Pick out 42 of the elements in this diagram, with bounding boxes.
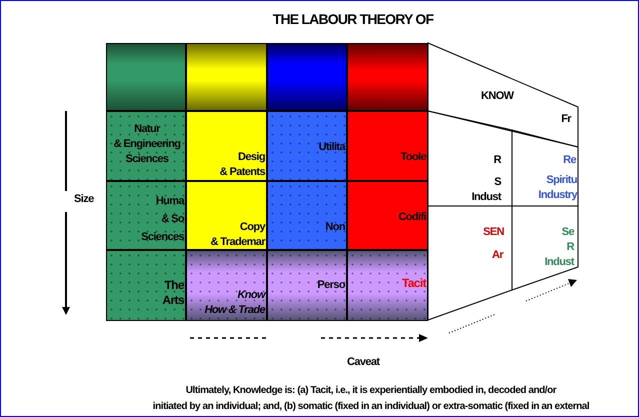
cell-label: S Indust <box>472 175 501 205</box>
cell-label: Know How & Trade <box>204 288 265 318</box>
cell-label: Natur & Engineering Sciences <box>112 122 182 167</box>
category-cell <box>347 250 428 321</box>
cell-label: Huma & So Sciences <box>141 194 184 245</box>
axis-label: Size <box>74 192 94 206</box>
diagram-title: THE LABOUR THEORY OF <box>272 11 434 28</box>
footnote-text: Ultimately, Knowledge is: (a) Tacit, i.e., it is experientially embodied in, decoded and/or initiated by an individual; and, (b) somatic (fixed in an individual) or extra-somatic (fixed in an external <box>152 384 590 414</box>
gradient-cell <box>347 43 428 111</box>
category-cell <box>347 111 428 181</box>
cell-label: Codifi <box>398 210 426 225</box>
cell-label: Ar <box>492 248 503 263</box>
category-cell <box>106 250 186 321</box>
cell-label: SEN <box>483 225 504 240</box>
cell-label: The Arts <box>162 278 184 308</box>
cell-label: Fr <box>561 112 571 127</box>
axis-label: Caveat <box>347 355 380 369</box>
gradient-cell <box>267 43 347 111</box>
cell-label: KNOW <box>481 89 514 104</box>
category-cell <box>267 181 347 250</box>
category-cell <box>267 250 347 321</box>
cell-label: Tacit <box>402 276 426 291</box>
cell-label: Se <box>562 225 574 240</box>
cell-label: Re <box>563 153 576 168</box>
cell-label: R <box>494 153 501 168</box>
category-cell <box>186 111 267 181</box>
cell-label: Spiritu Industry <box>538 173 577 203</box>
gradient-cell <box>186 43 267 111</box>
category-cell <box>106 181 186 250</box>
gradient-cell <box>106 43 186 111</box>
cell-label: R Indust <box>544 240 574 270</box>
cell-label: Perso <box>317 278 345 293</box>
category-cell <box>106 111 186 181</box>
cell-label: Utilita <box>318 140 345 155</box>
cell-label: Copy & Trademar <box>210 220 265 250</box>
cell-label: Desig & Patents <box>220 150 265 180</box>
category-cell <box>186 181 267 250</box>
category-cell <box>186 250 267 321</box>
cell-label: Toole <box>400 150 426 165</box>
category-cell <box>347 181 428 250</box>
category-cell <box>267 111 347 181</box>
cell-label: Non <box>325 220 345 235</box>
